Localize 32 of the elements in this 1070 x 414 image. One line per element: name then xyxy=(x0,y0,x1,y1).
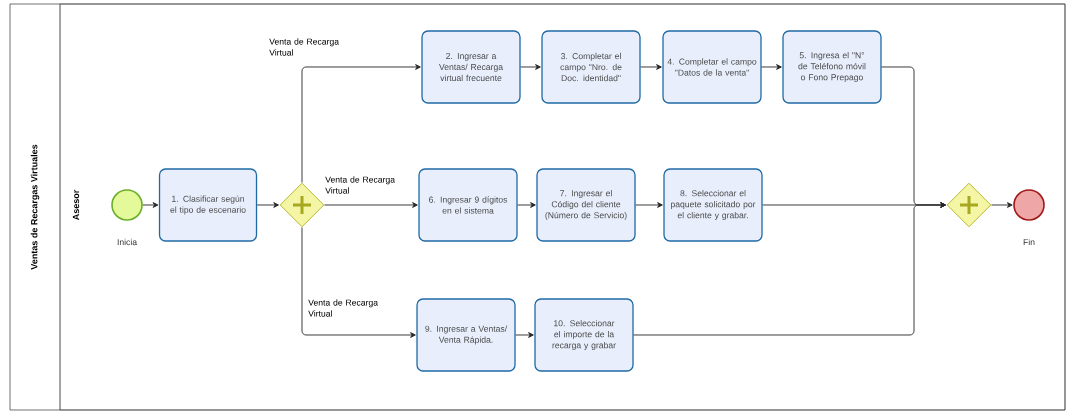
arrow xyxy=(256,202,279,208)
task-box: 4. Completar el campo "Datos de la venta" xyxy=(662,30,762,104)
event-label: Fin xyxy=(1023,238,1035,246)
task-box: 7. Ingresar el Código del cliente (Número de Servicio) xyxy=(536,168,636,242)
arrow xyxy=(635,202,663,208)
arrow xyxy=(324,202,418,208)
arrow xyxy=(991,202,1013,208)
gateway-diamond xyxy=(279,182,325,228)
gateway-diamond xyxy=(946,182,992,228)
task-box: 1. Clasificar según el tipo de escenario xyxy=(158,168,258,242)
arrow xyxy=(515,332,534,338)
lane-title: Asesor xyxy=(72,189,80,221)
task-box: 3. Completar el campo "Nro. de Doc. identidad" xyxy=(541,30,641,104)
task-box: 10. Seleccionar el importe de la recarga y grabar xyxy=(534,298,634,372)
event-label: Inicia xyxy=(117,238,138,246)
arrow xyxy=(640,64,662,70)
arrow xyxy=(520,64,541,70)
arrow xyxy=(142,202,159,208)
task-box: 5. Ingresa el "N° de Teléfono móvil o Fono Prepago xyxy=(782,30,882,104)
edge-label: Venta de Recarga Virtual xyxy=(269,38,339,56)
arrow xyxy=(301,227,416,338)
pool-title: Ventas de Recargas Virtuales xyxy=(30,144,40,270)
task-box: 6. Ingresar 9 dígitos en el sistema xyxy=(418,168,518,242)
arrow xyxy=(761,64,782,70)
task-box: 2. Ingresar a Ventas/ Recarga virtual frecuente xyxy=(421,30,521,104)
edge-label: Venta de Recarga Virtual xyxy=(308,299,378,317)
arrow xyxy=(301,64,421,183)
edge-label: Venta de Recarga Virtual xyxy=(325,176,395,194)
arrow xyxy=(517,202,536,208)
arrow xyxy=(633,202,946,336)
task-box: 8. Seleccionar el paquete solicitado por el cliente y grabar. xyxy=(663,168,763,242)
task-box: 9. Ingresar a Ventas/ Venta Rápida. xyxy=(416,298,516,372)
